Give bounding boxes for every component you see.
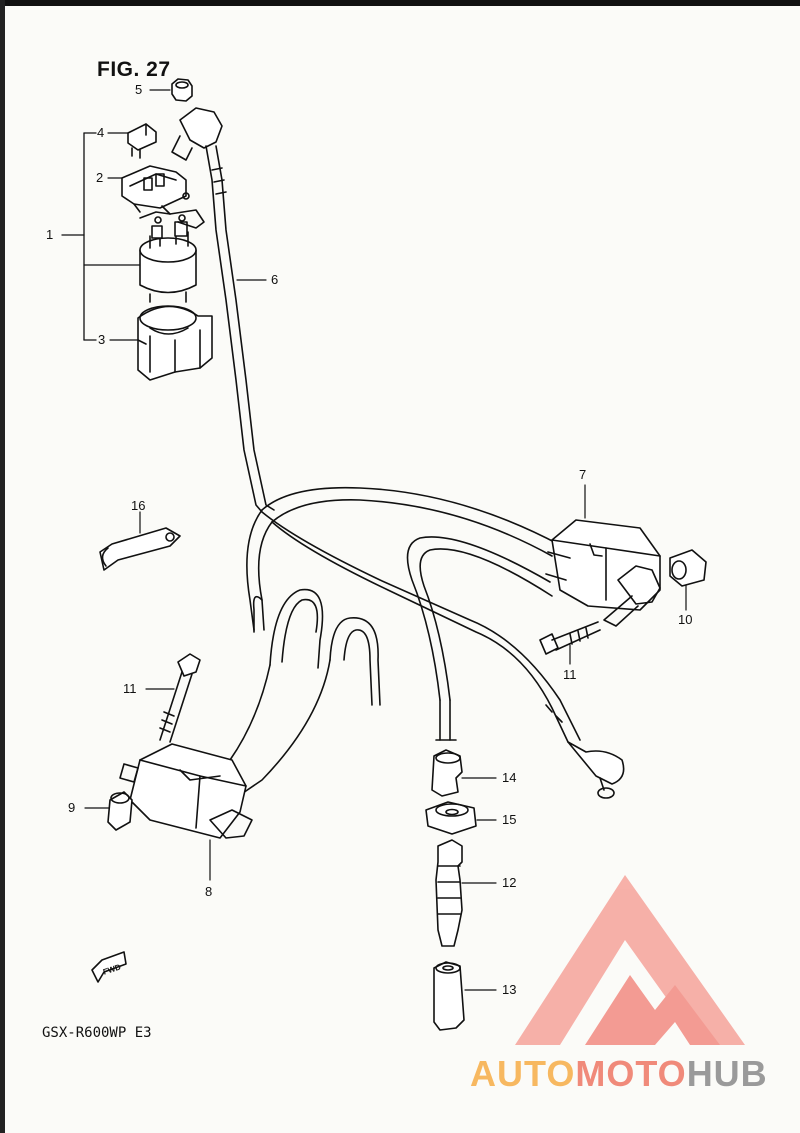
part-fuse-4 xyxy=(127,123,157,159)
callout-11-upper: 11 xyxy=(563,667,577,682)
part-clamp-16 xyxy=(99,527,181,571)
part-plug-boot-13 xyxy=(433,961,465,1031)
watermark-logo xyxy=(515,875,745,1045)
callout-4: 4 xyxy=(97,125,105,140)
callout-6: 6 xyxy=(271,272,279,287)
part-bolt-11-upper xyxy=(539,621,601,655)
callout-2: 2 xyxy=(96,170,104,185)
callout-14: 14 xyxy=(502,770,517,785)
plug-lead xyxy=(435,699,457,741)
part-holder-2 xyxy=(121,165,190,215)
callout-10: 10 xyxy=(678,612,693,627)
part-ignition-coil-8 xyxy=(119,743,253,839)
part-relay-cover-3 xyxy=(137,305,213,381)
part-cap-14 xyxy=(431,749,463,797)
part-washer-15 xyxy=(425,801,477,835)
callout-1: 1 xyxy=(46,227,54,242)
leader-lines xyxy=(84,89,687,991)
callout-16: 16 xyxy=(131,498,146,513)
scan-edge-top xyxy=(0,0,800,6)
callout-15: 15 xyxy=(502,812,517,827)
callout-3: 3 xyxy=(98,332,106,347)
high-tension-cords xyxy=(209,536,553,796)
figure-title: FIG. 27 xyxy=(97,58,171,81)
callout-13: 13 xyxy=(502,982,517,997)
part-bolt-11-lower xyxy=(159,653,201,743)
plug-cap-right xyxy=(545,704,625,799)
watermark-moto: MOTO xyxy=(575,1053,687,1094)
part-sleeve-9 xyxy=(107,791,133,831)
callout-5: 5 xyxy=(135,82,143,97)
callout-7: 7 xyxy=(579,467,587,482)
part-nut-5 xyxy=(171,78,193,102)
wiring-harness xyxy=(246,486,581,743)
part-ignition-coil-7 xyxy=(545,519,661,627)
callout-8: 8 xyxy=(205,884,213,899)
callout-9: 9 xyxy=(68,800,76,815)
watermark-auto: AUTO xyxy=(470,1053,576,1094)
part-grommet-10 xyxy=(669,549,707,587)
part-starter-relay-1 xyxy=(139,209,205,303)
part-lead-wire-6 xyxy=(171,107,275,513)
callout-11-lower: 11 xyxy=(123,681,137,696)
watermark-text: AUTOMOTOHUB xyxy=(470,1053,768,1095)
callout-12: 12 xyxy=(502,875,517,890)
scan-edge-left xyxy=(0,0,5,1133)
bracket-lines xyxy=(61,132,141,341)
watermark-hub: HUB xyxy=(686,1053,768,1094)
model-label: GSX-R600WP E3 xyxy=(42,1025,152,1041)
part-terminal-12 xyxy=(435,839,463,947)
fwd-arrow-icon xyxy=(91,951,127,983)
